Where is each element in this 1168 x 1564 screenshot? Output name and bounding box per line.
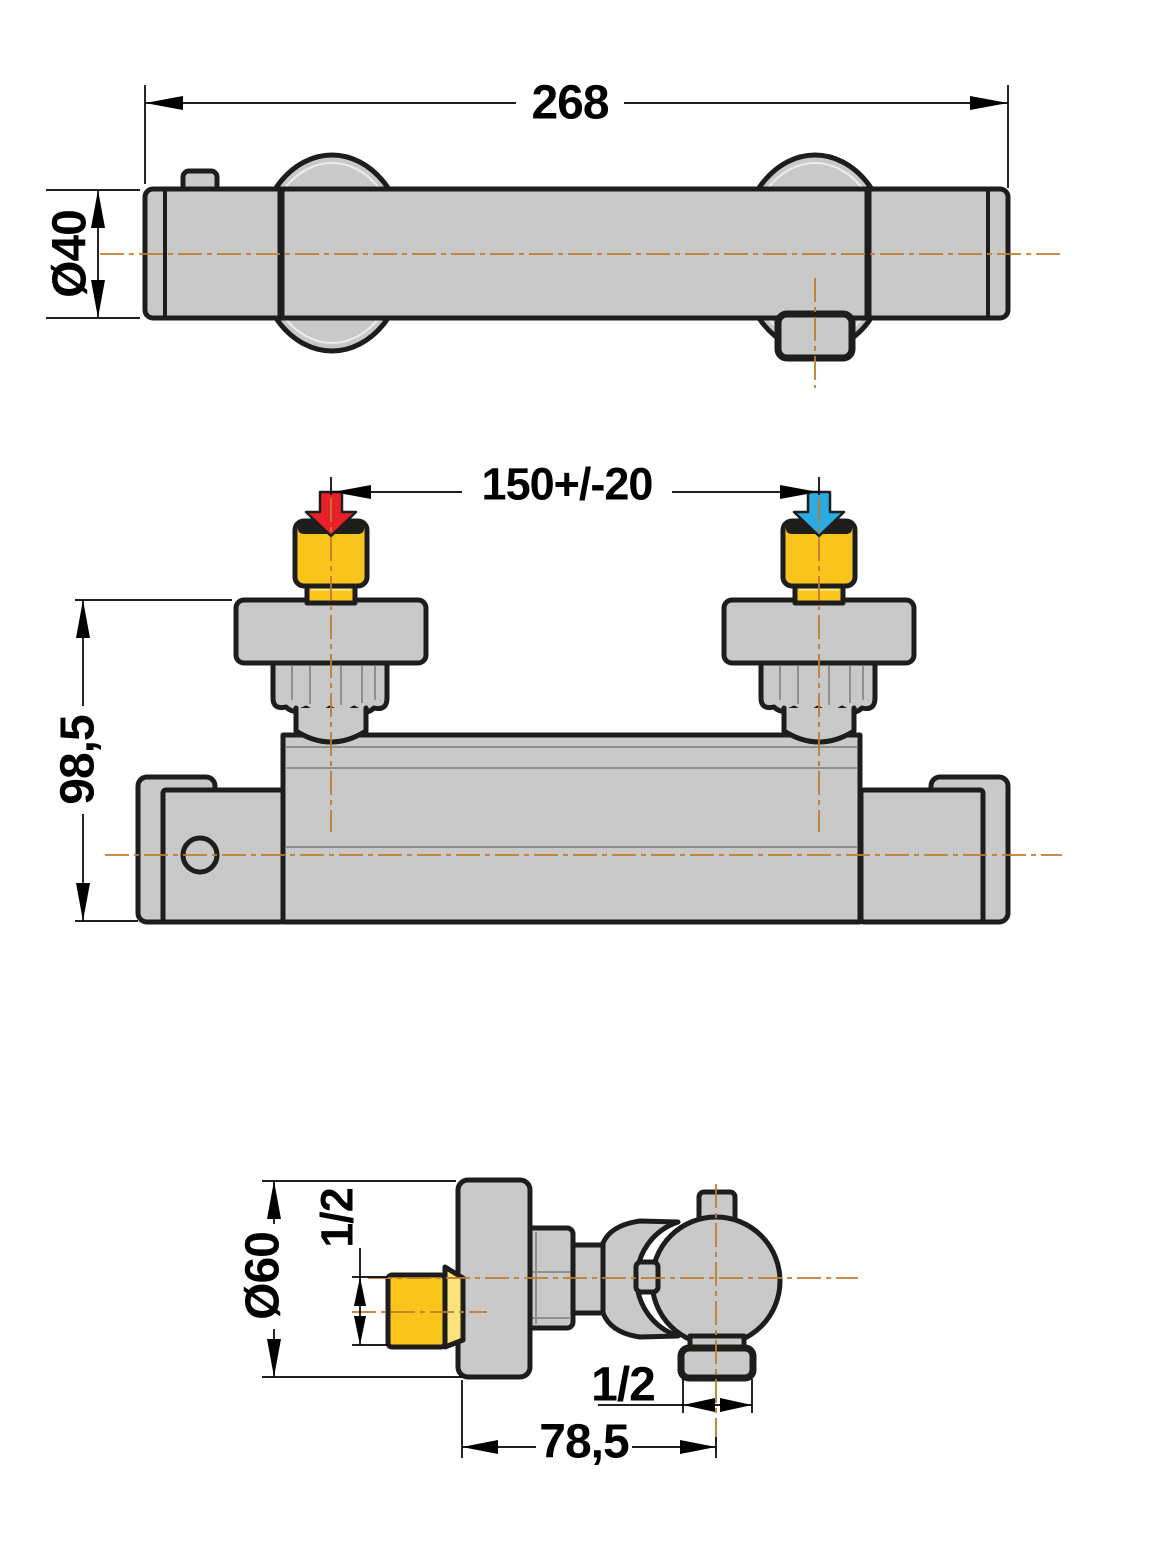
- dim-inlet-spacing: 150+/-20: [330, 459, 820, 510]
- dim-inlet-thread: 1/2: [312, 1188, 388, 1346]
- dim-arrow-left: [462, 1440, 498, 1454]
- dim-overall-width: 268: [144, 77, 1009, 188]
- side-inlet-bevel: [442, 1264, 466, 1350]
- front-view: 150+/-20 98,5: [52, 459, 1062, 925]
- dim-arrow-left: [683, 1398, 715, 1412]
- dim-body-diameter: Ø40: [44, 189, 140, 319]
- side-outlet-nut: [677, 1344, 757, 1382]
- side-inlet-body: [385, 1272, 448, 1350]
- side-inlet-fitting: [385, 1264, 466, 1350]
- dim-arrow-left: [145, 96, 183, 110]
- dim-extension-lines: [262, 1180, 462, 1378]
- dim-extension-ticks: [330, 477, 820, 495]
- dim-arrow-top: [354, 1277, 366, 1306]
- dim-extension-lines: [46, 189, 140, 319]
- dim-label-overall-width: 268: [531, 77, 608, 130]
- mixer-body-surface-lines: [286, 746, 857, 848]
- dim-label-inlet-thread: 1/2: [312, 1188, 363, 1248]
- dim-arrow-right: [970, 96, 1008, 110]
- dim-arrow-right: [780, 485, 818, 499]
- dim-label-overall-height: 98,5: [52, 715, 105, 805]
- dim-flange-diameter: Ø60: [237, 1180, 462, 1378]
- dim-arrow-top: [76, 600, 90, 638]
- dim-label-wall-to-outlet: 78,5: [539, 1416, 629, 1469]
- left-end-block: [160, 787, 286, 925]
- right-end-block: [858, 787, 986, 925]
- top-view: 268 Ø40: [44, 77, 1065, 388]
- dim-label-outlet-thread: 1/2: [591, 1359, 655, 1412]
- dim-arrow-bottom: [354, 1316, 366, 1345]
- dim-arrow-bottom: [91, 280, 105, 318]
- dim-label-flange-diameter: Ø60: [237, 1232, 290, 1320]
- side-view: Ø60 1/2 1/2 78,5: [237, 1177, 858, 1469]
- dim-arrow-left: [333, 485, 371, 499]
- right-knurled-nut: [758, 660, 878, 715]
- dim-extension-lines: [75, 599, 232, 922]
- dim-arrow-top: [91, 190, 105, 228]
- dim-arrow-bottom: [267, 1339, 281, 1377]
- mixer-body: [280, 732, 863, 925]
- dim-arrow-right: [680, 1440, 716, 1454]
- dim-overall-height: 98,5: [52, 599, 232, 922]
- dim-wall-to-outlet: 78,5: [461, 1380, 717, 1469]
- side-body-notch: [633, 1259, 661, 1295]
- dim-arrow-right: [720, 1398, 752, 1412]
- dim-extension-lines: [352, 1276, 388, 1346]
- side-neck: [570, 1242, 608, 1316]
- dim-outlet-thread: 1/2: [591, 1359, 753, 1413]
- left-knurled-nut: [270, 660, 390, 715]
- dim-arrow-bottom: [76, 883, 90, 921]
- dim-arrow-top: [267, 1181, 281, 1219]
- dim-label-body-diameter: Ø40: [44, 210, 97, 298]
- dim-extension-lines: [682, 1379, 753, 1413]
- dim-label-inlet-spacing: 150+/-20: [482, 459, 653, 510]
